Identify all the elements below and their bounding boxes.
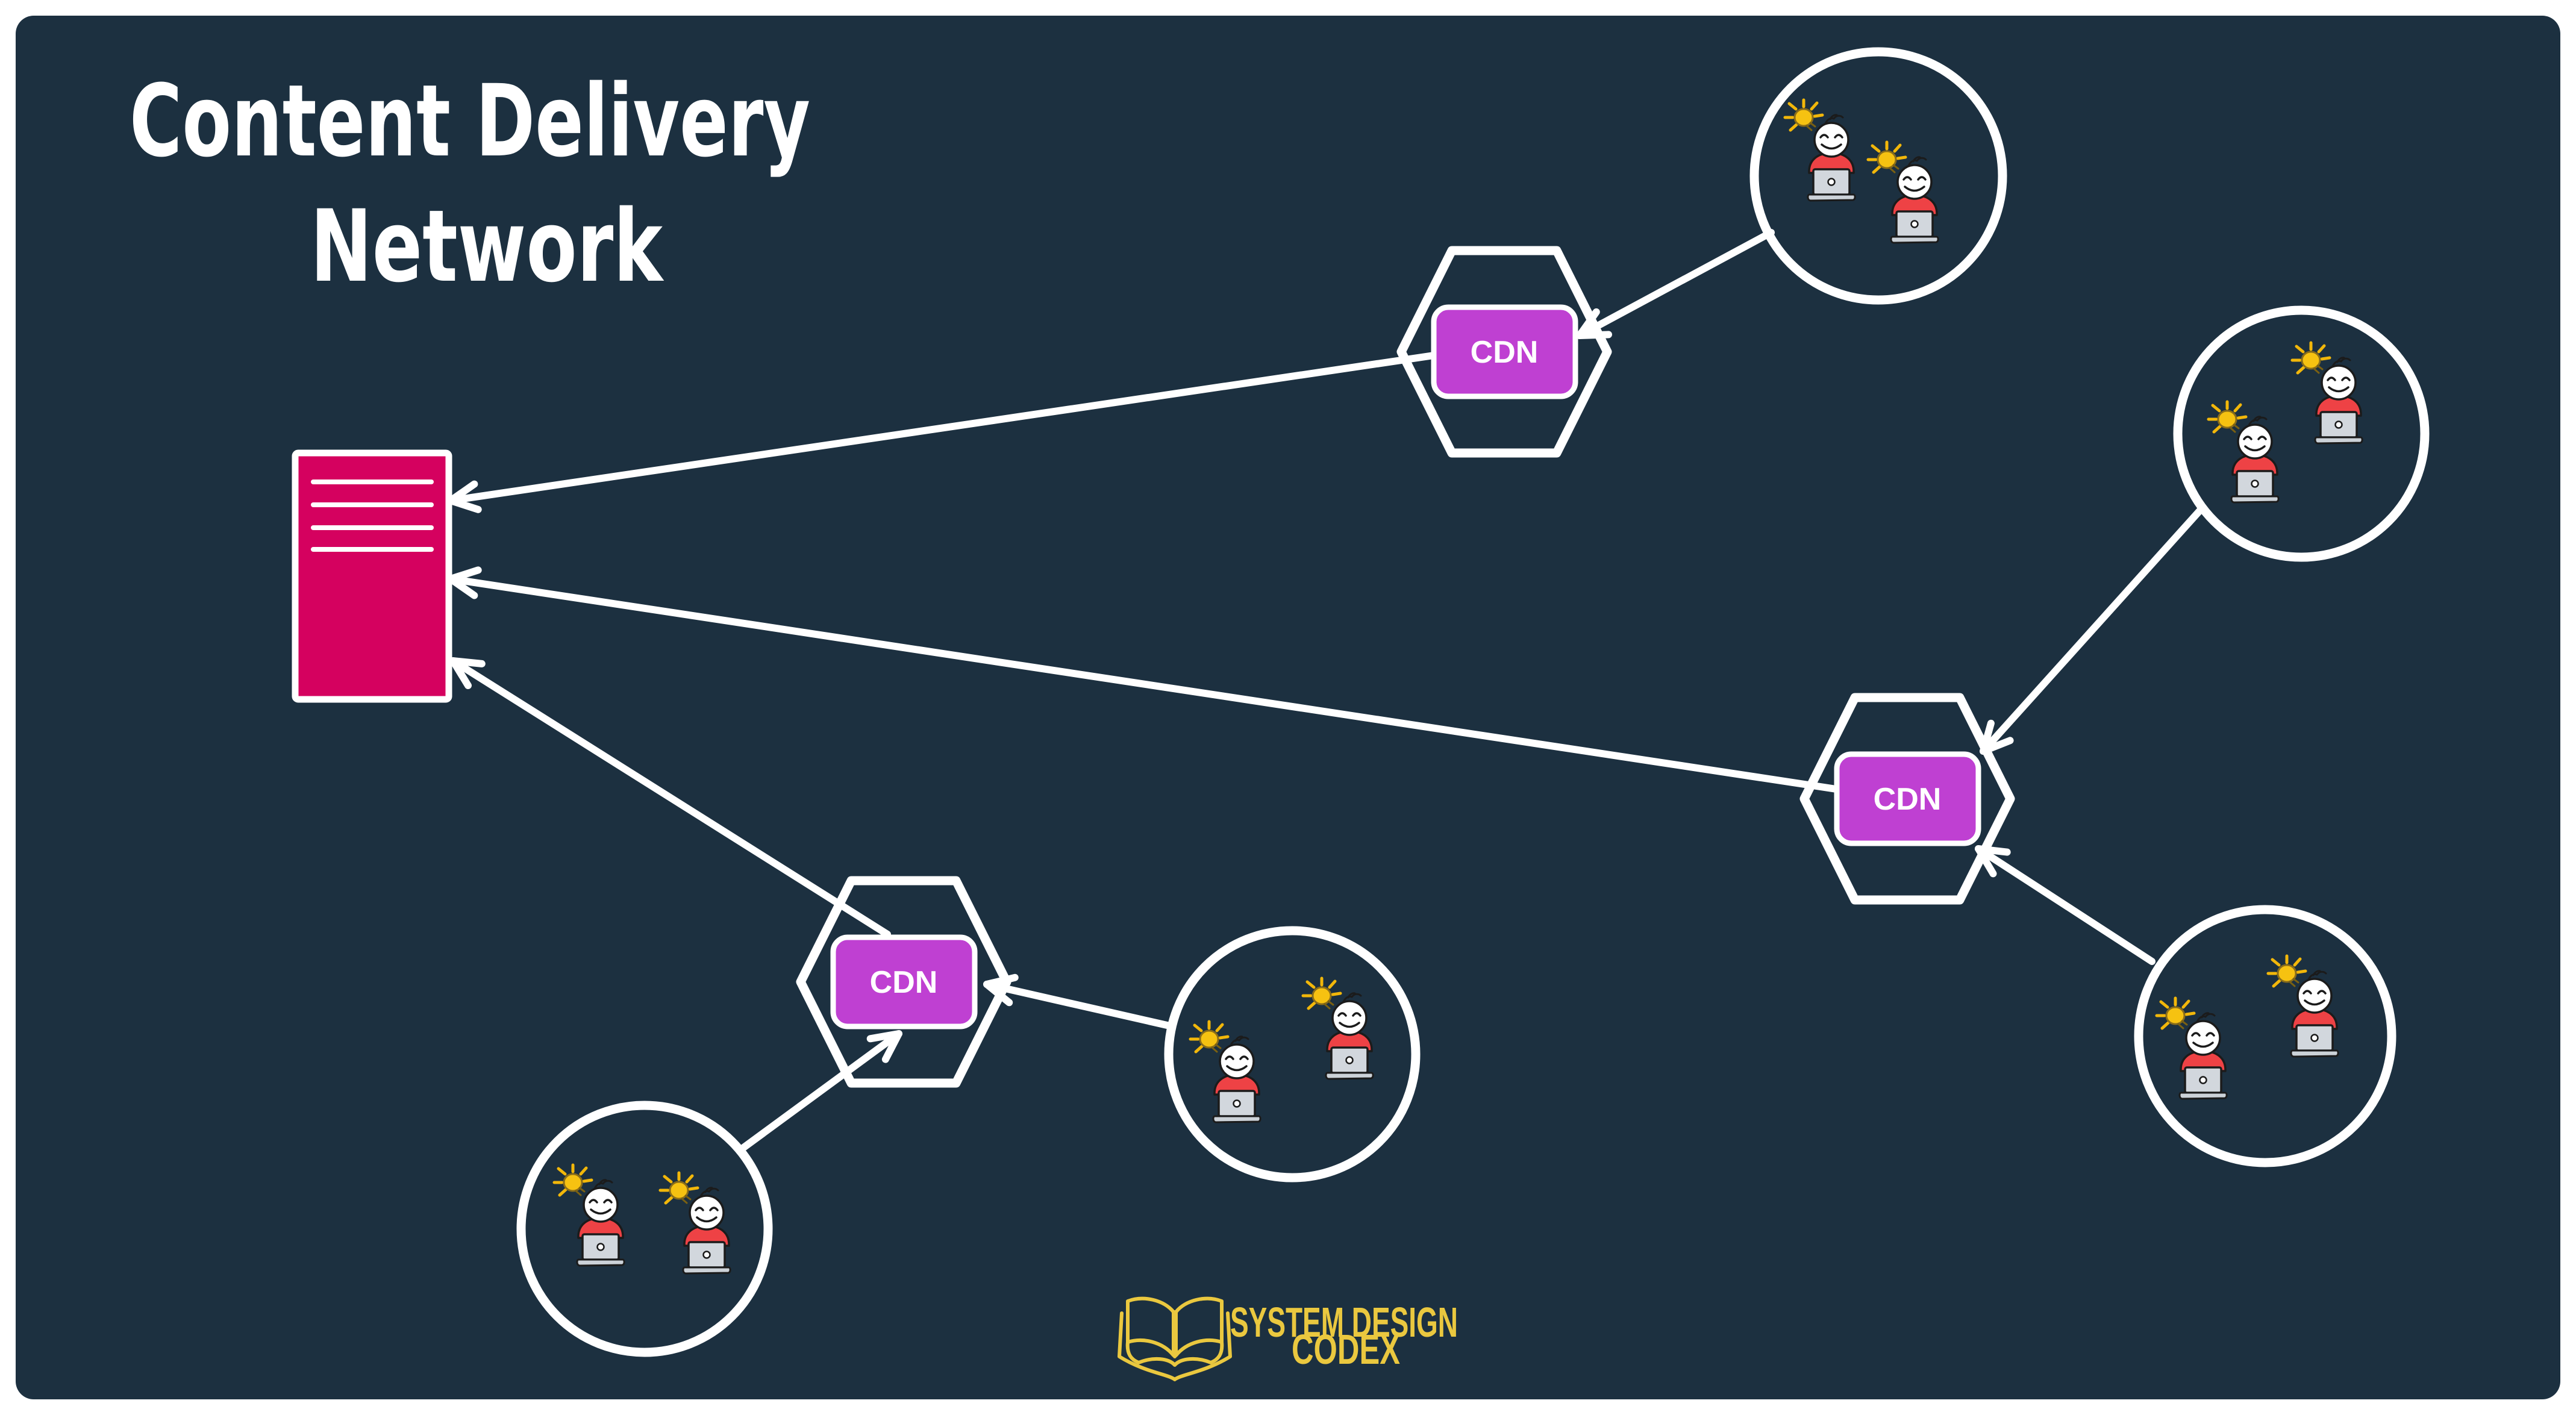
cdn-box <box>830 934 978 1029</box>
user-group-bottom-middle <box>1164 926 1421 1182</box>
page-title-line1: Content Delivery <box>130 63 810 179</box>
link-users-middle-to-cdn-bottomleft <box>983 981 1176 1030</box>
brand-name-line2: CODEX <box>1292 1326 1400 1373</box>
link-cdn-top-to-server <box>447 352 1437 504</box>
cdn-label: CDN <box>870 965 938 1000</box>
link-users-farright-bottom-to-cdn-right <box>1975 845 2156 965</box>
link-users-bottomleft-to-cdn-bottomleft <box>739 1030 902 1152</box>
cdn-label: CDN <box>1874 782 1942 817</box>
cdn-node-right: CDN <box>1799 693 2015 905</box>
hexagon-outline <box>1799 693 2015 905</box>
cdn-node-top: CDN <box>1396 246 1612 458</box>
book-icon <box>1118 1296 1232 1381</box>
user-group-top-right <box>1749 47 2007 305</box>
hexagon-outline <box>796 876 1011 1088</box>
link-cdn-bottomleft-to-server <box>449 657 891 938</box>
link-users-farright-top-to-cdn-right <box>1980 506 2204 755</box>
server-body <box>292 449 452 703</box>
group-circle <box>1164 926 1421 1182</box>
arrowhead-icon <box>1975 845 2011 878</box>
group-circle <box>2173 305 2430 562</box>
user-group-far-right-top <box>2173 305 2430 562</box>
user-group-bottom-left <box>516 1101 773 1357</box>
cdn-box <box>1431 304 1578 399</box>
user-group-far-right-bottom <box>2134 905 2396 1167</box>
link-users-topright-to-cdn-top <box>1576 229 1775 339</box>
brand-name-line1: SYSTEM DESIGN <box>1230 1299 1458 1346</box>
cdn-box <box>1834 751 1981 846</box>
group-circle <box>516 1101 773 1357</box>
link-cdn-right-to-server <box>447 575 1840 793</box>
cdn-node-bottom-left: CDN <box>796 876 1011 1088</box>
arrowhead-icon <box>866 1030 902 1063</box>
arrowhead-icon <box>449 657 486 689</box>
brand-logo: SYSTEM DESIGN CODEX <box>1118 1296 1458 1381</box>
group-circle <box>1749 47 2007 305</box>
hexagon-outline <box>1396 246 1612 458</box>
cdn-label: CDN <box>1471 335 1539 370</box>
page-title-line2: Network <box>310 189 664 304</box>
origin-server-icon <box>292 449 452 703</box>
group-circle <box>2134 905 2396 1167</box>
